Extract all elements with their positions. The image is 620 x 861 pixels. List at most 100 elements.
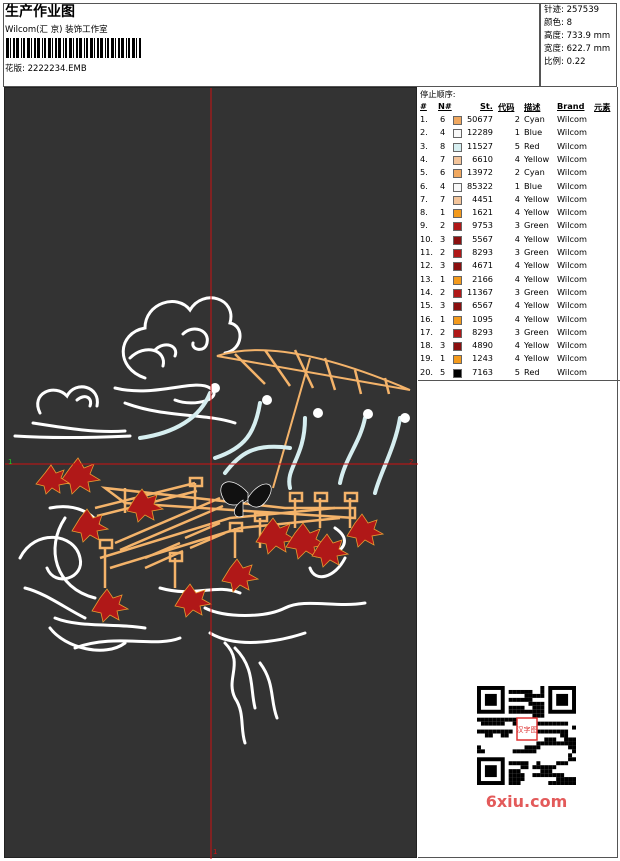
row-needle: 2 [440,326,446,337]
row-needle: 1 [440,313,446,324]
row-stitches: 11527 [466,140,493,151]
row-code: 1 [514,180,520,191]
row-brand: Wilcom [557,193,587,204]
stat-height: 高度: 733.9 mm [544,31,611,41]
row-code: 4 [514,233,520,244]
row-desc: Blue [524,127,543,138]
color-swatch [453,275,462,285]
row-desc: Yellow [524,233,550,244]
table-title: 停止顺序: [420,89,456,99]
row-num: 5. [420,167,428,178]
row-brand: Wilcom [557,207,587,218]
color-swatch [453,169,462,179]
row-stitches: 8293 [472,247,493,257]
table-header: # N# St. 代码 描述 Brand 元素 [418,101,618,113]
row-desc: Blue [524,180,543,191]
row-desc: Green [524,286,549,297]
row-code: 5 [514,140,520,151]
row-code: 4 [514,273,520,284]
row-num: 11. [420,247,434,257]
bridge-and-umbrella [94,349,411,588]
row-desc: Green [524,220,549,231]
row-brand: Wilcom [557,353,587,364]
row-stitches: 1095 [472,313,493,324]
row-needle: 3 [440,260,446,271]
row-desc: Cyan [524,167,545,178]
barcode-image [6,38,141,58]
row-brand: Wilcom [557,153,587,164]
embroidery-design [5,88,418,859]
row-num: 14. [420,286,434,297]
row-needle: 2 [440,220,446,231]
stats-panel: 针迹: 257539 颜色: 8 高度: 733.9 mm 宽度: 622.7 … [540,3,617,87]
row-num: 2. [420,127,428,138]
color-swatch [453,155,462,165]
bottom-border [418,857,618,858]
stamp-logo [516,717,538,741]
row-stitches: 5567 [472,233,493,244]
row-code: 3 [514,286,520,297]
row-brand: Wilcom [557,326,587,337]
header-brand: Brand [557,101,585,111]
hanging-ribbons [138,391,402,495]
header-stitches: St. [480,101,493,111]
row-needle: 1 [440,273,446,284]
row-needle: 4 [440,180,446,191]
row-needle: 2 [440,286,446,297]
color-swatch [453,355,462,365]
color-swatch [453,222,462,232]
row-brand: Wilcom [557,366,587,377]
stat-colors: 颜色: 8 [544,18,572,28]
row-brand: Wilcom [557,300,587,311]
row-stitches: 13972 [466,167,493,178]
row-num: 3. [420,140,428,151]
row-brand: Wilcom [557,313,587,324]
row-desc: Yellow [524,300,550,311]
row-needle: 6 [440,114,446,124]
header-num: # [420,101,427,111]
row-desc: Yellow [524,353,550,364]
row-num: 12. [420,260,434,271]
color-swatch [453,195,462,205]
row-desc: Yellow [524,273,550,284]
row-stitches: 7163 [472,366,493,377]
page-title: 生产作业图 [5,4,75,20]
color-swatch [453,142,462,152]
row-code: 3 [514,326,520,337]
row-code: 4 [514,353,520,364]
row-brand: Wilcom [557,340,587,351]
row-code: 4 [514,260,520,271]
row-brand: Wilcom [557,180,587,191]
row-num: 1. [420,114,428,124]
color-swatch [453,209,462,219]
row-needle: 7 [440,193,446,204]
row-stitches: 12289 [466,127,493,138]
company-name: Wilcom(汇 京) 装饰工作室 [5,25,108,35]
row-brand: Wilcom [557,220,587,231]
row-desc: Red [524,366,540,377]
row-code: 4 [514,193,520,204]
file-name: 2222234.EMB [27,64,87,74]
row-stitches: 1243 [472,353,493,364]
row-code: 3 [514,247,520,257]
header-desc: 描述 [524,102,541,112]
color-swatch [453,182,462,192]
row-desc: Yellow [524,207,550,218]
row-stitches: 4890 [472,340,493,351]
row-code: 5 [514,366,520,377]
row-stitches: 85322 [466,180,493,191]
row-num: 8. [420,207,428,218]
color-swatch [453,302,462,312]
row-brand: Wilcom [557,233,587,244]
